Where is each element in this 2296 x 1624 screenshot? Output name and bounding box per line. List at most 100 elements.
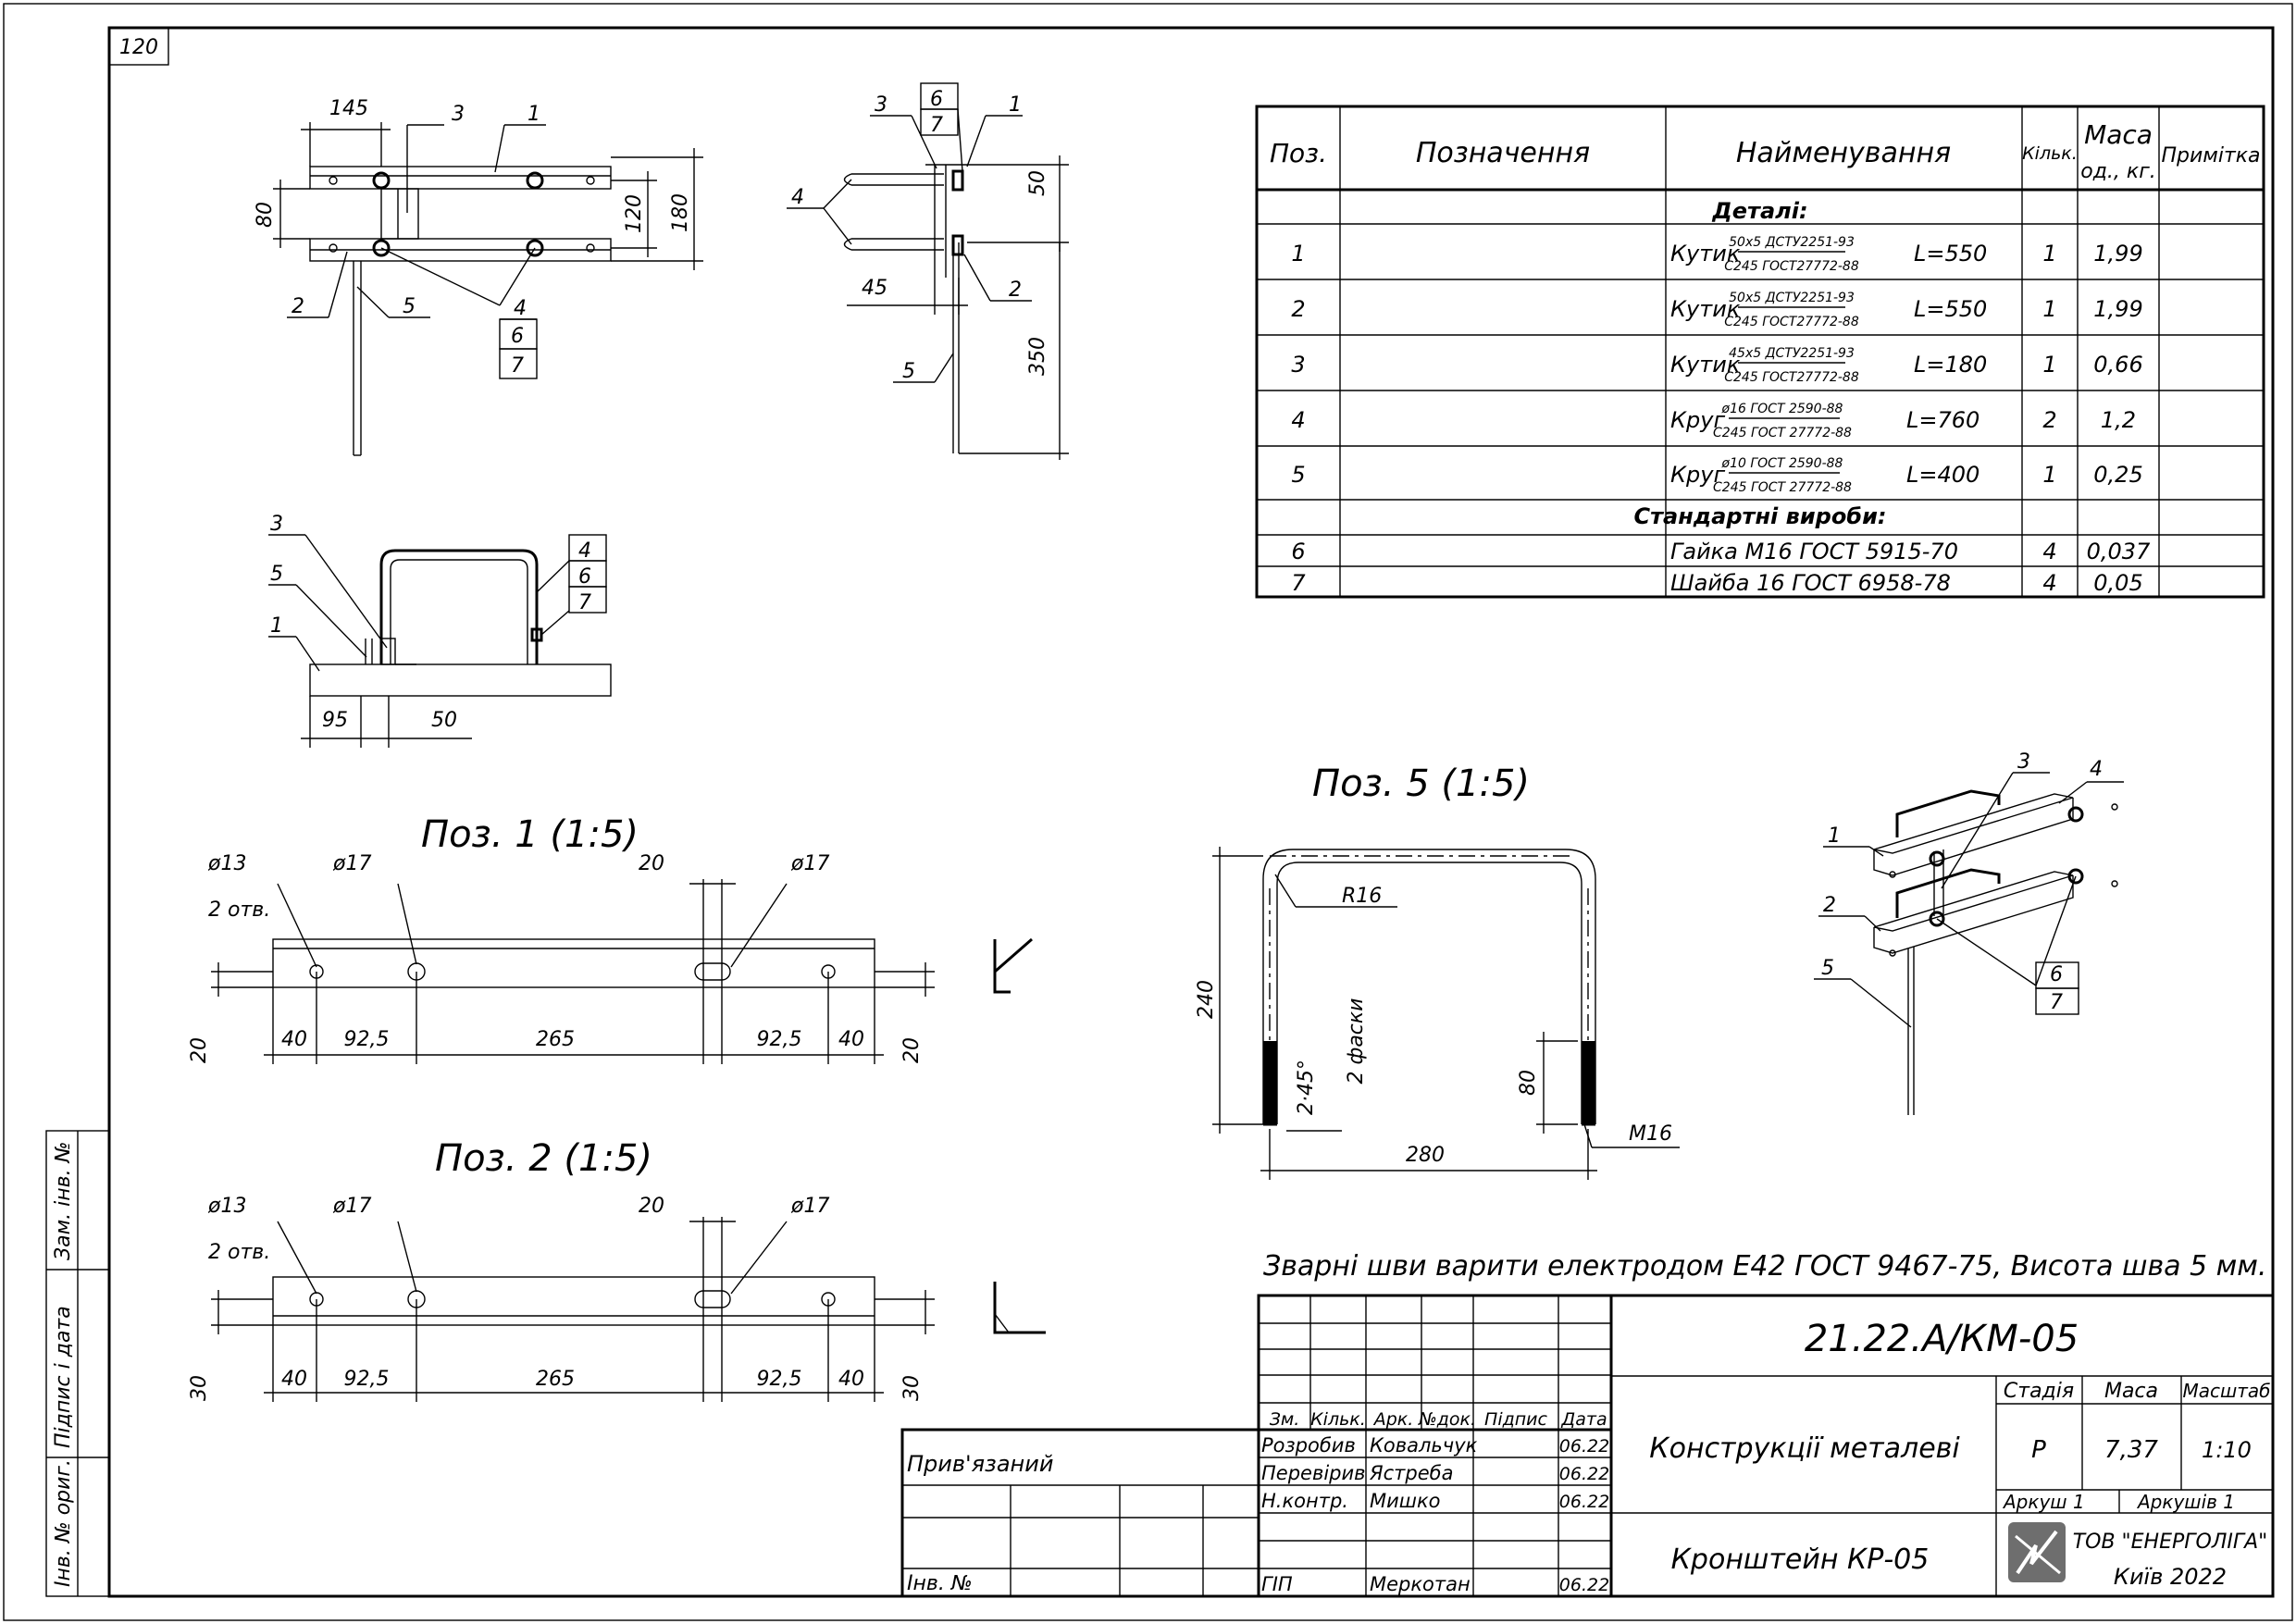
iso-pos-3: 3	[2017, 750, 2030, 774]
stamp-h-ark: Арк.	[1372, 1409, 1414, 1430]
pos-6: 6	[930, 88, 943, 111]
spec-h-pos: Поз.	[1270, 138, 1327, 168]
pos-3: 3	[875, 93, 887, 117]
spec-cell-pos: 4	[1291, 407, 1305, 433]
sheet-number: Аркуш 1	[2002, 1491, 2085, 1513]
mass-header: Маса	[2104, 1380, 2158, 1403]
dim-180: 180	[669, 193, 692, 232]
spec-cell-profile: ø16 ГОСТ 2590-88	[1721, 402, 1843, 416]
pos1-detail: Поз. 1 (1:5) ø13 2 отв. ø17 20 ø17 40 92…	[188, 813, 1033, 1064]
iso-pos-1: 1	[1828, 824, 1841, 848]
spec-cell-name: Шайба 16 ГОСТ 6958-78	[1670, 570, 1951, 596]
spec-cell-mass: 1,99	[2093, 296, 2142, 322]
inv-label: Інв. №	[907, 1572, 973, 1595]
dim-50: 50	[431, 709, 457, 732]
pos-7: 7	[930, 114, 943, 137]
spec-cell-mass: 0,037	[2087, 539, 2151, 564]
spec-cell-steel: С245 ГОСТ 27772-88	[1713, 480, 1852, 495]
spec-cell-steel: С245 ГОСТ27772-88	[1724, 315, 1859, 329]
spec-row-7: 7 Шайба 16 ГОСТ 6958-78 4 0,05	[1291, 570, 2142, 596]
pos2-title: Поз. 2 (1:5)	[435, 1137, 652, 1180]
spec-cell-qty: 1	[2042, 241, 2056, 267]
spec-cell-profile: ø10 ГОСТ 2590-88	[1721, 456, 1843, 471]
pos1-hole17b: ø17	[790, 852, 829, 875]
spec-row-3: 3 Кутик 45х5 ДСТУ2251-93 С245 ГОСТ27772-…	[1291, 346, 2142, 385]
title-bracket: Кронштейн КР-05	[1671, 1543, 1930, 1576]
spec-cell-mass: 0,66	[2093, 352, 2142, 378]
stamp-person-4: Меркотан	[1370, 1573, 1471, 1595]
spec-cell-pos: 2	[1291, 296, 1305, 322]
pos-5: 5	[403, 295, 416, 318]
pos2-hole17b: ø17	[790, 1195, 829, 1218]
spec-cell-mass: 1,2	[2101, 407, 2136, 433]
stamp-h-ndok: №док.	[1418, 1409, 1476, 1430]
stamp-date-4: 06.22	[1559, 1575, 1609, 1595]
stamp-role-3: Н.контр.	[1261, 1490, 1348, 1512]
pos1-dim-left: 20	[188, 1037, 211, 1063]
company-city: Київ 2022	[2114, 1564, 2227, 1590]
spec-cell-length: L=550	[1914, 296, 1987, 322]
dim-95: 95	[322, 709, 348, 732]
stamp-date-2: 06.22	[1559, 1464, 1609, 1484]
pos-1: 1	[527, 103, 540, 126]
spec-cell-steel: С245 ГОСТ27772-88	[1724, 259, 1859, 274]
iso-pos-4: 4	[2090, 758, 2103, 781]
spec-row-2: 2 Кутик 50х5 ДСТУ2251-93 С245 ГОСТ27772-…	[1291, 291, 2142, 329]
spec-cell-qty: 4	[2042, 539, 2056, 564]
spec-section-std: Стандартні вироби:	[1634, 503, 1887, 529]
spec-cell-length: L=760	[1906, 407, 1980, 433]
stamp-person-2: Ястреба	[1369, 1462, 1453, 1484]
pos-3: 3	[270, 513, 283, 536]
stamp-date-3: 06.22	[1559, 1492, 1609, 1512]
spec-cell-steel: С245 ГОСТ 27772-88	[1713, 426, 1852, 440]
spec-cell-profile: 50х5 ДСТУ2251-93	[1729, 235, 1855, 250]
stage-value: Р	[2031, 1436, 2046, 1464]
pos1-dim-d: 92,5	[757, 1028, 802, 1051]
pos2-holes: 2 отв.	[208, 1241, 270, 1264]
side-label-inv: Інв. № ориг.	[52, 1459, 75, 1587]
dim-45: 45	[862, 277, 887, 300]
scale-value: 1:10	[2202, 1437, 2252, 1463]
spec-row-4: 4 Круг ø16 ГОСТ 2590-88 С245 ГОСТ 27772-…	[1291, 402, 2136, 440]
spec-h-mass2: од., кг.	[2080, 160, 2156, 183]
spec-cell-pos: 6	[1291, 539, 1305, 564]
corner-number: 120	[119, 36, 158, 59]
pos5-chamfer: 2·45°	[1295, 1060, 1318, 1115]
dim-120: 120	[623, 194, 646, 233]
stamp-person-3: Мишко	[1370, 1490, 1441, 1512]
pos-1: 1	[1009, 93, 1022, 117]
spec-cell-pos: 5	[1291, 462, 1305, 488]
pos-6: 6	[511, 325, 524, 348]
stamp-person-1: Ковальчук	[1370, 1434, 1478, 1457]
spec-cell-qty: 4	[2042, 570, 2056, 596]
side-label-zam: Зам. інв. №	[52, 1142, 75, 1261]
spec-cell-pos: 7	[1291, 570, 1306, 596]
iso-pos-2: 2	[1823, 894, 1836, 917]
title-block: Прив'язаний Інв. № Зм. Кільк. Арк. №док.…	[900, 1294, 2275, 1598]
spec-cell-length: L=400	[1906, 462, 1980, 488]
document-number: 21.22.А/КМ-05	[1805, 1318, 2079, 1360]
spec-row-1: 1 Кутик 50х5 ДСТУ2251-93 С245 ГОСТ27772-…	[1291, 235, 2142, 274]
front-view: 3 5 1 4 6 7 95 50	[268, 513, 612, 748]
pos1-hole17a: ø17	[332, 852, 371, 875]
spec-row-6: 6 Гайка М16 ГОСТ 5915-70 4 0,037	[1291, 539, 2151, 564]
spec-cell-mass: 0,25	[2093, 462, 2142, 488]
spec-cell-qty: 2	[2042, 407, 2056, 433]
spec-cell-name: Кутик	[1670, 296, 1741, 322]
spec-cell-pos: 1	[1291, 241, 1305, 267]
top-view: 145 80 120 180 3 1 2 5 4 6 7	[254, 97, 703, 456]
pos-2: 2	[292, 295, 304, 318]
spec-h-mass1: Маса	[2084, 119, 2153, 150]
pos2-dim-a: 40	[281, 1368, 307, 1391]
pos1-holes: 2 отв.	[208, 899, 270, 922]
side-label-sign: Підпис і дата	[52, 1306, 75, 1448]
spec-section-parts: Деталі:	[1711, 198, 1807, 224]
pos5-chamfer-count: 2 фаски	[1345, 998, 1368, 1085]
pos-7: 7	[578, 591, 591, 614]
pos5-detail: Поз. 5 (1:5) R16 240 280 80 M16 2·45° 2 …	[1195, 762, 1680, 1180]
pos2-dim-d: 92,5	[757, 1368, 802, 1391]
pos2-d20: 20	[639, 1195, 664, 1218]
sheet-count: Аркушів 1	[2136, 1491, 2235, 1513]
company-logo	[2008, 1522, 2066, 1582]
